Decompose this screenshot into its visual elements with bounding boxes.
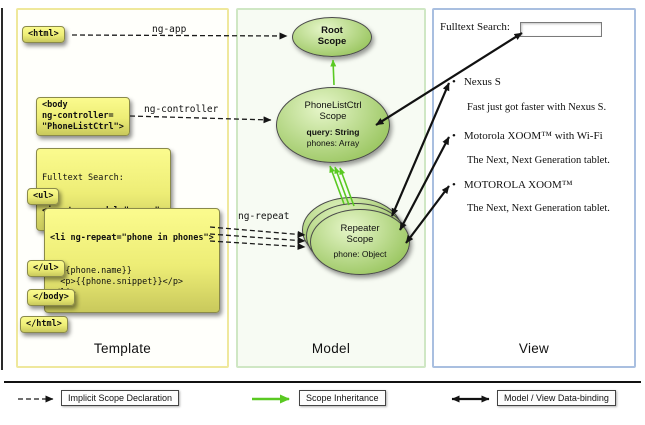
- legend-divider: [4, 381, 641, 383]
- code-html-open: <html>: [22, 26, 65, 44]
- ng-repeat-label: ng-repeat: [238, 211, 290, 222]
- model-panel-label: Model: [311, 341, 351, 356]
- root-scope-label: Root Scope: [317, 25, 347, 47]
- repeater-scope-ellipse: Repeater Scope phone: Object: [310, 209, 410, 275]
- view-panel-label: View: [518, 341, 550, 356]
- ng-controller-label: ng-controller: [144, 104, 219, 115]
- code-li-open: <li ng-repeat="phone in phones">: [50, 233, 214, 244]
- code-body-close: </body>: [27, 289, 75, 307]
- root-scope-ellipse: Root Scope: [292, 17, 372, 57]
- fulltext-search-input[interactable]: [520, 22, 602, 37]
- code-search-label: Fulltext Search:: [42, 173, 124, 184]
- view-item-title: Nexus S: [452, 76, 501, 88]
- ng-app-label: ng-app: [152, 24, 187, 35]
- view-item-desc: Fast just got faster with Nexus S.: [467, 102, 607, 113]
- code-ul-close: </ul>: [27, 260, 65, 278]
- legend-implicit-label: Implicit Scope Declaration: [61, 390, 180, 406]
- view-item-desc: The Next, Next Generation tablet.: [467, 155, 610, 166]
- template-panel-label: Template: [93, 341, 152, 356]
- code-li-repeat: <li ng-repeat="phone in phones"> {{phone…: [44, 208, 220, 314]
- code-body-open: <body ng-controller= "PhoneListCtrl">: [36, 97, 130, 137]
- model-panel: [236, 8, 426, 368]
- phonelistctrl-scope-label: PhoneListCtrl Scope: [304, 100, 362, 123]
- legend-inheritance-label: Scope Inheritance: [299, 390, 386, 406]
- code-html-close: </html>: [20, 316, 68, 334]
- phonelistctrl-phones-prop: phones: Array: [306, 137, 360, 148]
- repeater-phone-prop: phone: Object: [333, 249, 387, 260]
- legend-binding-label: Model / View Data-binding: [497, 390, 616, 406]
- view-search-label: Fulltext Search:: [440, 21, 510, 33]
- code-ul-open: <ul>: [27, 188, 60, 206]
- phonelistctrl-query-prop: query: String: [306, 127, 360, 138]
- repeater-scope-label: Repeater Scope: [340, 223, 380, 246]
- left-edge-line: [1, 8, 3, 370]
- view-item-desc: The Next, Next Generation tablet.: [467, 203, 610, 214]
- view-item-title: MOTOROLA XOOM™: [452, 179, 573, 191]
- phonelistctrl-scope-ellipse: PhoneListCtrl Scope query: String phones…: [276, 87, 390, 163]
- view-item-title: Motorola XOOM™ with Wi-Fi: [452, 130, 603, 142]
